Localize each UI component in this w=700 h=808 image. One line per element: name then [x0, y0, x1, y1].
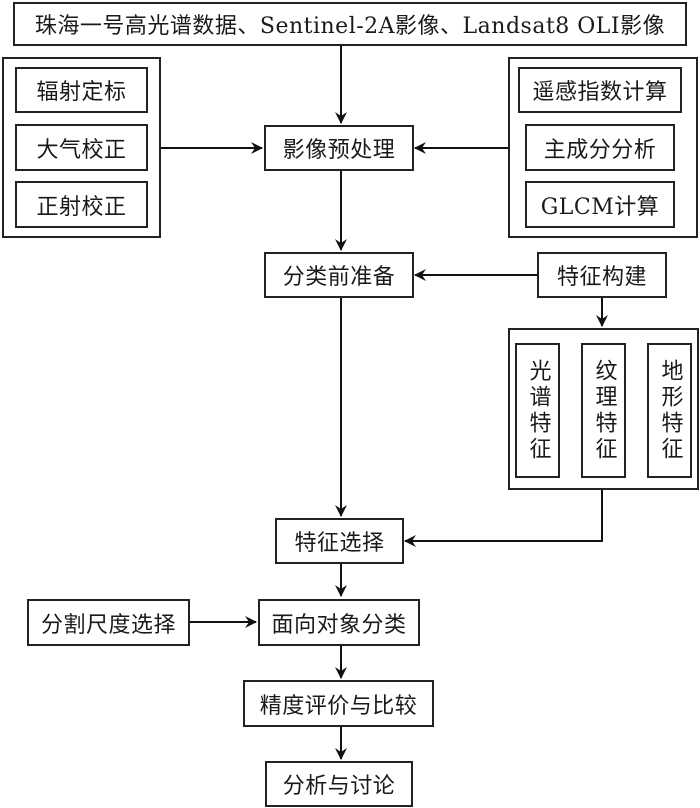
node-label: 特征构建 [556, 265, 647, 290]
segmentation-scale-box: 分割尺度选择 [27, 599, 190, 646]
node-label: 特征选择 [294, 531, 385, 556]
image-preprocessing-box: 影像预处理 [264, 125, 414, 171]
object-classification-box: 面向对象分类 [258, 599, 420, 646]
source-data-label: 珠海一号高光谱数据、Sentinel-2A影像、Landsat8 OLI影像 [34, 14, 666, 39]
feature-label: 光谱特征 [525, 358, 551, 463]
accuracy-assessment-box: 精度评价与比较 [243, 680, 434, 727]
feature-terrain: 地形特征 [647, 343, 692, 478]
step-pca: 主成分分析 [525, 124, 675, 171]
step-label: 正射校正 [36, 194, 127, 220]
step-label: 大气校正 [36, 137, 127, 163]
step-atmospheric-correction: 大气校正 [15, 124, 148, 171]
feature-spectral: 光谱特征 [515, 343, 560, 478]
source-data-box: 珠海一号高光谱数据、Sentinel-2A影像、Landsat8 OLI影像 [13, 2, 687, 46]
pre-classification-box: 分类前准备 [264, 252, 414, 298]
step-label: 主成分分析 [543, 137, 657, 163]
node-label: 分割尺度选择 [40, 612, 176, 638]
analysis-discussion-box: 分析与讨论 [265, 761, 413, 807]
node-label: 面向对象分类 [271, 612, 407, 638]
node-label: 分类前准备 [282, 265, 396, 290]
feature-selection-box: 特征选择 [275, 518, 404, 564]
node-label: 分析与讨论 [282, 774, 396, 799]
feature-texture: 纹理特征 [581, 343, 626, 478]
node-label: 影像预处理 [282, 138, 396, 163]
step-label: 遥感指数计算 [532, 80, 668, 105]
step-remote-sensing-index: 遥感指数计算 [518, 67, 682, 113]
feature-label: 纹理特征 [591, 358, 617, 463]
step-label: GLCM计算 [540, 194, 660, 220]
arrow-features-to-selection [404, 490, 603, 547]
step-orthorectification: 正射校正 [15, 181, 148, 228]
feature-label: 地形特征 [657, 358, 683, 463]
feature-construction-box: 特征构建 [537, 252, 667, 298]
step-label: 辐射定标 [36, 80, 127, 105]
step-glcm: GLCM计算 [525, 181, 675, 228]
step-radiometric-calibration: 辐射定标 [15, 67, 148, 113]
node-label: 精度评价与比较 [259, 693, 418, 719]
